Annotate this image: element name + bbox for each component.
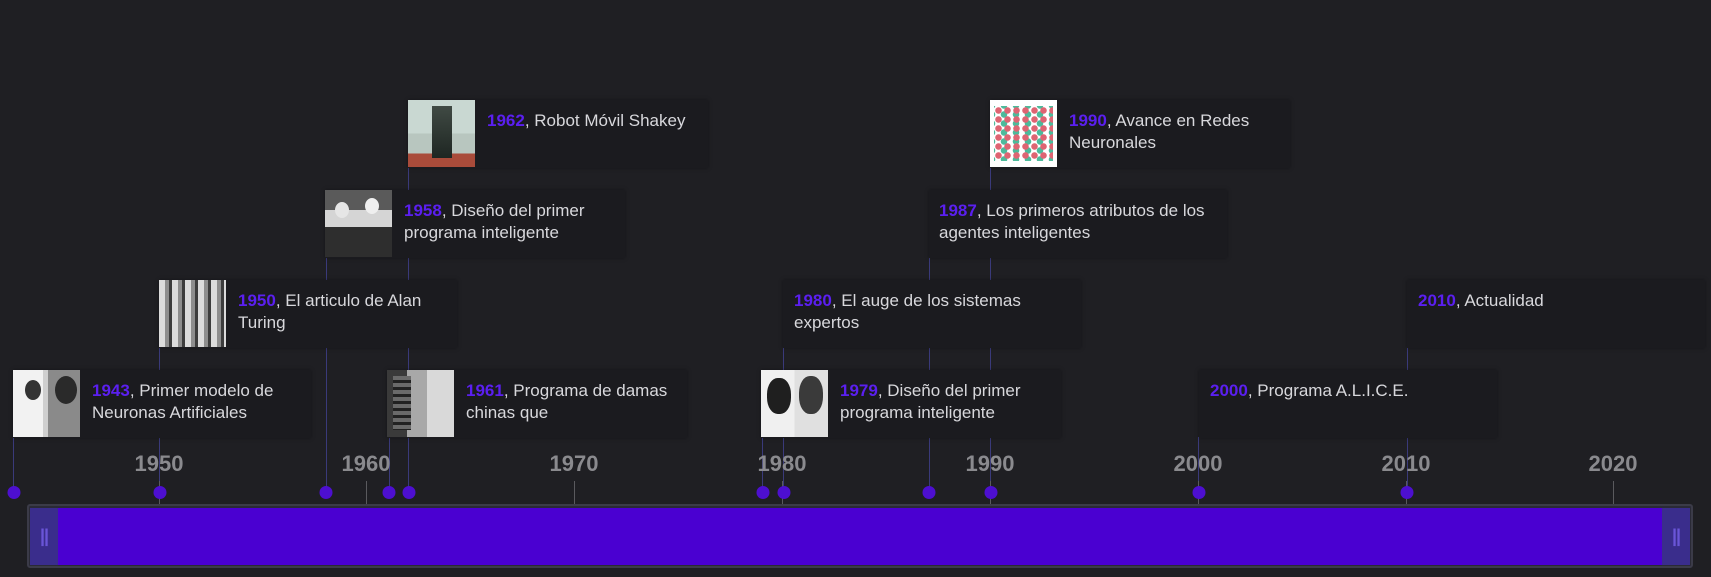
event-marker-2010[interactable]	[1400, 486, 1414, 499]
event-text: 1962, Robot Móvil Shakey	[487, 111, 686, 130]
event-title: El auge de los sistemas expertos	[794, 291, 1021, 332]
axis-label: 1970	[549, 451, 599, 476]
event-year: 1943	[92, 381, 130, 400]
event-title: Robot Móvil Shakey	[534, 111, 686, 130]
event-marker-2000[interactable]	[1192, 486, 1206, 499]
axis-label: 1980	[757, 451, 807, 476]
event-marker-1962[interactable]	[402, 486, 416, 499]
event-title: Avance en Redes Neuronales	[1069, 111, 1250, 152]
axis-label: 2020	[1588, 451, 1638, 476]
event-image	[990, 100, 1057, 167]
event-year: 1979	[840, 381, 878, 400]
event-card-2010[interactable]: 2010, Actualidad	[1407, 280, 1705, 348]
event-marker-1961[interactable]	[382, 486, 396, 499]
event-card-1961[interactable]: 1961, Programa de damas chinas que	[387, 370, 687, 438]
event-text: 1980, El auge de los sistemas expertos	[794, 291, 1021, 332]
event-title: Los primeros atributos de los agentes in…	[939, 201, 1205, 242]
axis-label: 1990	[965, 451, 1015, 476]
navigator-range[interactable]	[58, 508, 1664, 565]
event-marker-1958[interactable]	[319, 486, 333, 499]
event-text: 1950, El articulo de Alan Turing	[238, 291, 422, 332]
event-marker-1950[interactable]	[153, 486, 167, 499]
event-connector-1961	[389, 437, 390, 492]
event-title: El articulo de Alan Turing	[238, 291, 422, 332]
event-year: 1950	[238, 291, 276, 310]
event-text: 1943, Primer modelo de Neuronas Artifici…	[92, 381, 274, 422]
event-title: Actualidad	[1464, 291, 1544, 310]
event-image	[325, 190, 392, 257]
event-title: Diseño del primer programa inteligente	[840, 381, 1021, 422]
axis-tick-1970	[574, 481, 575, 505]
event-image	[408, 100, 475, 167]
event-title: Programa A.L.I.C.E.	[1257, 381, 1409, 400]
event-text: 1979, Diseño del primer programa intelig…	[840, 381, 1021, 422]
event-marker-1979[interactable]	[756, 486, 770, 499]
axis-label: 1950	[134, 451, 184, 476]
event-title: Programa de damas chinas que	[466, 381, 668, 422]
event-card-2000[interactable]: 2000, Programa A.L.I.C.E.	[1199, 370, 1497, 438]
event-marker-1990[interactable]	[984, 486, 998, 499]
event-year: 1958	[404, 201, 442, 220]
event-text: 1990, Avance en Redes Neuronales	[1069, 111, 1250, 152]
event-year: 1962	[487, 111, 525, 130]
event-card-1950[interactable]: 1950, El articulo de Alan Turing	[159, 280, 457, 348]
event-text: 1961, Programa de damas chinas que	[466, 381, 668, 422]
event-card-1987[interactable]: 1987, Los primeros atributos de los agen…	[929, 190, 1227, 258]
axis-label: 2010	[1381, 451, 1431, 476]
timeline-navigator[interactable]: || ||	[27, 504, 1693, 568]
event-connector-1958	[326, 257, 327, 492]
event-title: Diseño del primer programa inteligente	[404, 201, 585, 242]
event-card-1979[interactable]: 1979, Diseño del primer programa intelig…	[761, 370, 1061, 438]
event-text: 2010, Actualidad	[1418, 291, 1544, 310]
event-card-1943[interactable]: 1943, Primer modelo de Neuronas Artifici…	[13, 370, 311, 438]
event-connector-1979	[762, 437, 763, 492]
axis-label: 2000	[1173, 451, 1223, 476]
event-card-1980[interactable]: 1980, El auge de los sistemas expertos	[783, 280, 1081, 348]
event-card-1962[interactable]: 1962, Robot Móvil Shakey	[408, 100, 708, 168]
event-image	[13, 370, 80, 437]
axis-tick-2020	[1613, 481, 1614, 505]
event-image	[761, 370, 828, 437]
event-card-1958[interactable]: 1958, Diseño del primer programa intelig…	[325, 190, 625, 258]
event-marker-1943[interactable]	[7, 486, 21, 499]
event-connector-2000	[1198, 437, 1199, 492]
event-year: 1987	[939, 201, 977, 220]
event-year: 2010	[1418, 291, 1456, 310]
axis-tick-1960	[366, 481, 367, 505]
event-image	[387, 370, 454, 437]
event-text: 1987, Los primeros atributos de los agen…	[939, 201, 1205, 242]
event-text: 2000, Programa A.L.I.C.E.	[1210, 381, 1409, 400]
axis-label: 1960	[341, 451, 391, 476]
event-year: 1990	[1069, 111, 1107, 130]
event-connector-1943	[13, 435, 14, 492]
event-year: 1980	[794, 291, 832, 310]
event-marker-1987[interactable]	[922, 486, 936, 499]
event-card-1990[interactable]: 1990, Avance en Redes Neuronales	[990, 100, 1290, 168]
drag-handle-icon: ||	[39, 526, 49, 546]
event-year: 1961	[466, 381, 504, 400]
navigator-right-handle[interactable]: ||	[1662, 508, 1690, 565]
event-year: 2000	[1210, 381, 1248, 400]
event-marker-1980[interactable]	[777, 486, 791, 499]
event-title: Primer modelo de Neuronas Artificiales	[92, 381, 274, 422]
navigator-left-handle[interactable]: ||	[30, 508, 58, 565]
event-text: 1958, Diseño del primer programa intelig…	[404, 201, 585, 242]
event-image	[159, 280, 226, 347]
drag-handle-icon: ||	[1671, 526, 1681, 546]
